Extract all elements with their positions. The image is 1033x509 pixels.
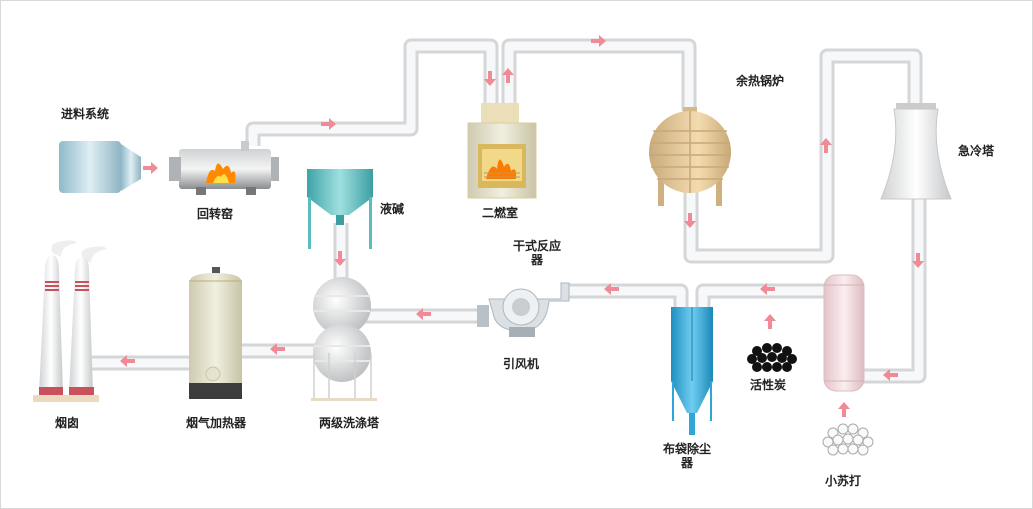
label-baking-soda: 小苏打 xyxy=(825,474,862,488)
arrow-up-icon xyxy=(838,402,850,417)
label-secondary-chamber: 二燃室 xyxy=(482,206,519,220)
pipe-chamber-to-boiler xyxy=(501,38,697,111)
arrow-up-icon xyxy=(502,68,514,83)
arrow-down-icon xyxy=(912,253,924,268)
flue-gas-heater-icon xyxy=(189,267,242,399)
arrow-down-icon xyxy=(334,251,346,266)
baking-soda-icon xyxy=(822,423,874,456)
pipe-quench-to-reactor xyxy=(863,196,927,384)
arrow-right-icon xyxy=(591,35,606,47)
arrow-up-icon xyxy=(820,138,832,153)
pipe-reactor-to-bagfilter xyxy=(695,283,831,311)
rotary-kiln-icon xyxy=(169,141,279,195)
arrow-left-icon xyxy=(270,343,285,355)
quench-tower-icon xyxy=(880,103,952,200)
arrow-right-icon xyxy=(321,118,336,130)
label-dry-reactor: 干式反应器 xyxy=(513,239,561,267)
arrow-down-icon xyxy=(484,71,496,86)
chimney-icon xyxy=(33,240,107,402)
label-chimney: 烟囱 xyxy=(55,416,80,430)
arrow-left-icon xyxy=(760,283,775,295)
label-fan: 引风机 xyxy=(503,357,540,371)
arrow-left-icon xyxy=(883,369,898,381)
label-line: 器 xyxy=(681,456,694,470)
label-bag-filter: 布袋除尘器 xyxy=(663,442,711,470)
induced-fan-icon xyxy=(477,282,570,337)
waste-heat-boiler-icon xyxy=(649,107,731,206)
label-boiler: 余热锅炉 xyxy=(736,74,785,88)
label-flue-gas-heater: 烟气加热器 xyxy=(186,416,247,430)
secondary-chamber-icon xyxy=(467,103,537,199)
alkali-tank-icon xyxy=(307,169,373,249)
bag-filter-icon xyxy=(671,307,713,435)
flow-arrows xyxy=(120,35,924,417)
arrow-left-icon xyxy=(120,355,135,367)
pipe-bagfilter-to-fan xyxy=(561,283,689,311)
feed-system-icon xyxy=(59,141,141,193)
label-quench-tower: 急冷塔 xyxy=(958,144,995,158)
label-line: 器 xyxy=(531,253,544,267)
arrow-right-icon xyxy=(143,162,158,174)
arrow-left-icon xyxy=(604,283,619,295)
dry-reactor-icon xyxy=(823,274,865,392)
label-line: 干式反应 xyxy=(513,239,562,253)
label-feed-system: 进料系统 xyxy=(61,107,110,121)
arrow-up-icon xyxy=(764,314,776,329)
label-liquid-alkali: 液碱 xyxy=(380,202,405,216)
label-scrubber: 两级洗涤塔 xyxy=(319,416,380,430)
label-line: 布袋除尘 xyxy=(663,442,712,456)
label-rotary-kiln: 回转窑 xyxy=(197,207,234,221)
scrubber-tower-icon xyxy=(311,277,377,401)
arrow-down-icon xyxy=(684,213,696,228)
pipe-boiler-to-quench xyxy=(683,48,923,264)
pipe-kiln-to-chamber xyxy=(245,38,499,146)
label-activated-carbon: 活性炭 xyxy=(750,378,787,392)
arrow-left-icon xyxy=(416,308,431,320)
activated-carbon-icon xyxy=(747,343,797,372)
